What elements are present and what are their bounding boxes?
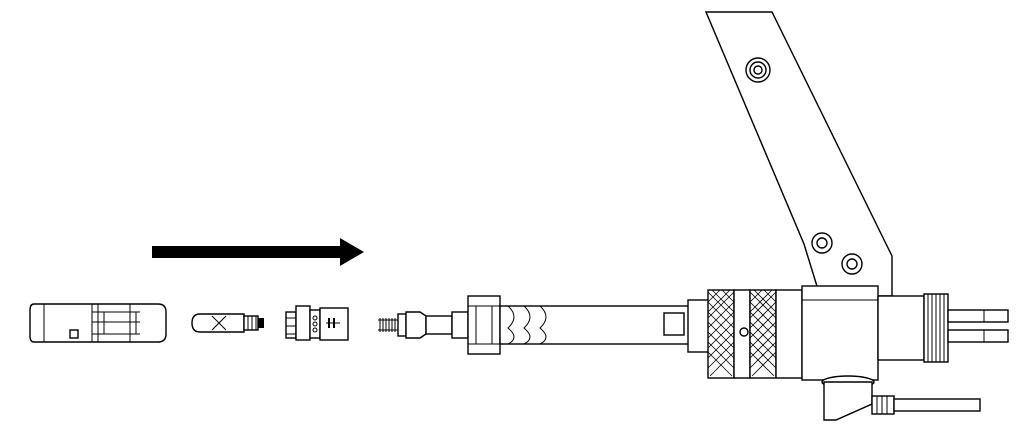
pivot-bolt-top	[745, 57, 771, 83]
cable	[893, 398, 981, 412]
pivot-bolt-lower	[841, 253, 863, 275]
elbow-fitting	[821, 375, 895, 421]
knurled-coupling	[687, 289, 803, 379]
hose-fittings	[947, 309, 1009, 343]
support-arm	[704, 11, 893, 297]
thread-tip	[378, 318, 398, 332]
ferrule-part	[285, 305, 349, 341]
hex-nut	[467, 295, 501, 355]
pivot-bolt-middle	[811, 232, 833, 254]
sleeve-part	[29, 303, 167, 343]
probe-part	[378, 295, 711, 355]
connector-housing	[687, 285, 1009, 421]
pin-part	[191, 313, 264, 333]
threaded-end	[923, 293, 949, 363]
knurl-pattern	[707, 289, 777, 377]
assembly-direction-arrow	[152, 238, 364, 266]
